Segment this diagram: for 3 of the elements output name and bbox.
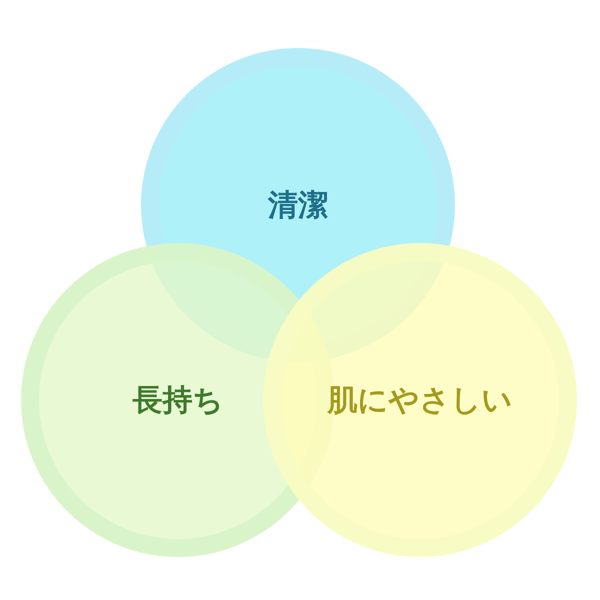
circle-label: 長持ち (132, 382, 224, 420)
circle-label: 肌にやさしい (328, 382, 512, 420)
circle-label: 清潔 (268, 186, 328, 224)
